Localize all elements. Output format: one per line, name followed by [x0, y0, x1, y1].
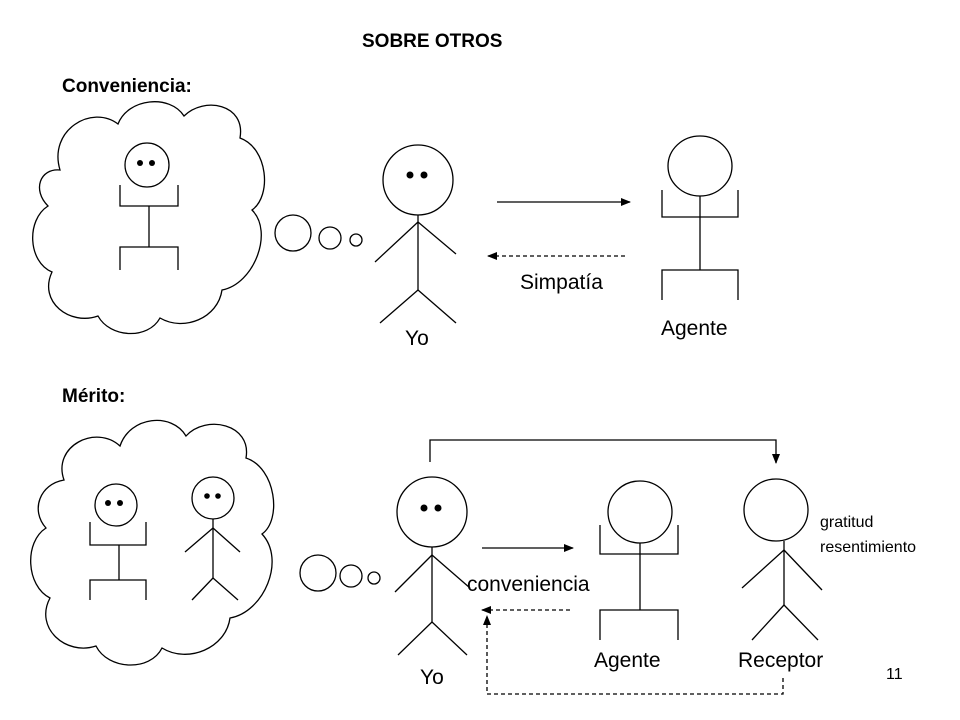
receptor-label-2: Receptor: [738, 649, 824, 672]
self-figure-1: [374, 144, 457, 324]
dashed-arrow-receptor-to-self: [483, 615, 784, 695]
thought-bubble-medium-1: [318, 226, 342, 250]
eyes: [105, 160, 442, 512]
page-number: 11: [886, 666, 903, 683]
agent-label-2: Agente: [594, 649, 661, 672]
receptor-figure-2: [741, 478, 823, 641]
thought-bubble-medium-2: [339, 564, 363, 588]
thought-bubble-large-1: [274, 214, 312, 252]
imagined-agent-figure-2: [89, 483, 147, 600]
thought-bubble-large-2: [299, 554, 337, 592]
agent-figure-2: [599, 480, 679, 640]
thought-cloud-1: [32, 101, 266, 335]
reaction-resentment: resentimiento: [820, 539, 917, 556]
thought-bubble-small-1: [349, 233, 363, 247]
section-heading-merito: Mérito:: [62, 386, 126, 407]
reaction-gratitude: gratitud: [820, 514, 874, 531]
arrow-label-sympathy: Simpatía: [520, 271, 603, 294]
arrow-label-conveniencia: conveniencia: [467, 573, 590, 596]
imagined-agent-figure-1: [119, 142, 179, 270]
section-heading-conveniencia: Conveniencia:: [62, 76, 192, 97]
page-title: SOBRE OTROS: [362, 31, 503, 52]
agent-figure-1: [661, 135, 739, 300]
bracket-arrow-self-to-receptor: [429, 439, 780, 464]
thought-bubble-small-2: [367, 571, 381, 585]
thought-cloud-2: [30, 419, 275, 666]
self-label-1: Yo: [405, 327, 429, 350]
agent-label-1: Agente: [661, 317, 728, 340]
self-label-2: Yo: [420, 666, 444, 689]
imagined-receptor-figure-2: [184, 476, 241, 601]
self-figure-2: [394, 476, 471, 656]
